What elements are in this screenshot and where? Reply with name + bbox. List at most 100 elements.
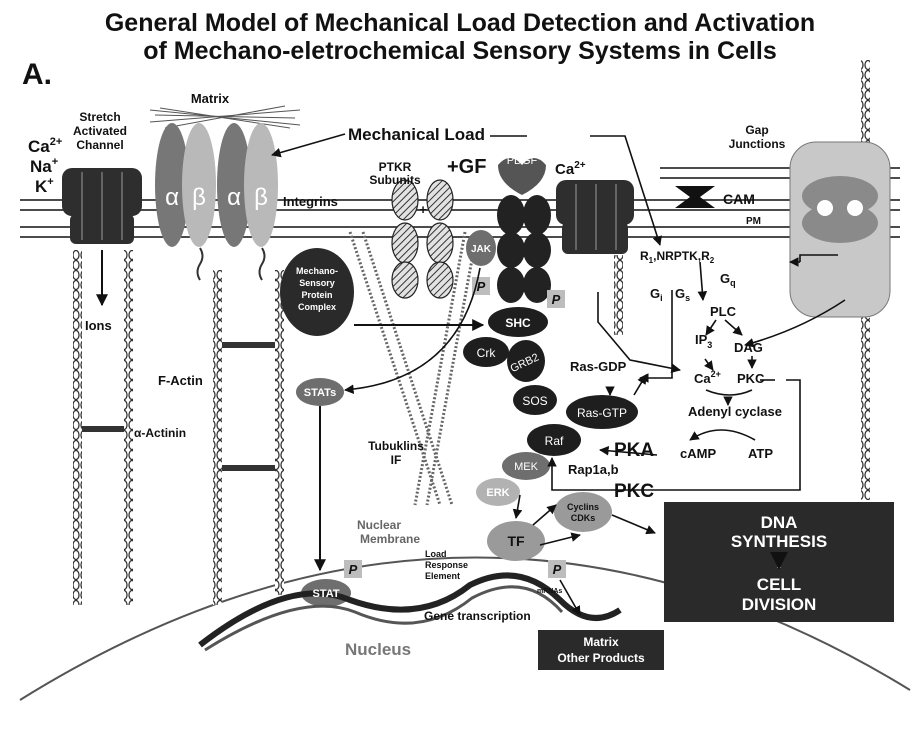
label-actinin: α-Actinin — [134, 426, 186, 440]
label-mechanical-load: Mechanical Load — [348, 125, 485, 144]
cyclins-node — [554, 492, 612, 532]
label-gene-transcription: Gene transcription — [424, 609, 531, 623]
label-gf: +GF — [447, 156, 486, 178]
jak-node — [466, 230, 496, 266]
label-factin: F-Actin — [158, 373, 203, 388]
alpha-actinin-links — [82, 342, 275, 471]
label-mspc-4: Complex — [298, 302, 336, 312]
label-ras-gtp: Ras-GTP — [577, 406, 627, 420]
label-tubuklins-2: IF — [391, 453, 402, 467]
label-tubuklins-1: Tubuklins — [368, 439, 424, 453]
erk-node — [476, 478, 520, 506]
stats-node — [296, 378, 344, 406]
label-mspc-3: Protein — [301, 290, 332, 300]
label-rap: Rap1a,b — [568, 462, 619, 477]
calcium-channel-mid — [556, 180, 634, 254]
label-pdgf: PDGF — [507, 155, 538, 167]
label-crk: Crk — [477, 346, 497, 360]
raf-node — [527, 424, 581, 456]
label-lre-2: Response — [425, 560, 468, 570]
label-ions: Ions — [85, 318, 112, 333]
label-mspc-1: Mechano- — [296, 266, 338, 276]
title-line-2: of Mechano-eletrochemical Sensory System… — [143, 37, 777, 65]
label-gi: Gi — [650, 286, 663, 303]
label-tf: TF — [507, 533, 525, 549]
integrins — [155, 123, 278, 281]
label-p-tf: P — [553, 562, 562, 577]
label-gs: Gs — [675, 286, 690, 303]
label-ca2: Ca2+ — [28, 136, 62, 156]
label-camp: cAMP — [680, 446, 716, 461]
label-lre-3: Element — [425, 571, 460, 581]
label-p-stat: P — [349, 562, 358, 577]
gap-junction — [789, 141, 891, 318]
dna-helix — [198, 572, 622, 648]
label-pka: PKA — [614, 440, 654, 461]
label-dag: DAG — [734, 340, 763, 355]
mechano-sensory-complex — [280, 248, 354, 336]
label-ptkr-1: PTKR — [379, 160, 412, 174]
beta-2: β — [254, 184, 268, 211]
grb2-node — [507, 340, 545, 382]
title-line-1: General Model of Mechanical Load Detecti… — [104, 9, 816, 37]
panel-label: A. — [22, 58, 52, 91]
label-gap-1: Gap — [745, 123, 768, 137]
label-pkc-small: PKC — [737, 371, 765, 386]
label-p1: P — [477, 279, 486, 294]
label-stretch-1: Stretch — [79, 110, 120, 124]
label-shc: SHC — [505, 316, 531, 330]
crk-node — [463, 337, 509, 367]
label-cell: CELL — [757, 575, 801, 594]
ptkr-subunits — [391, 179, 454, 299]
label-plus: + — [419, 202, 427, 217]
label-cyclins-1: Cyclins — [567, 502, 599, 512]
label-gq: Gq — [720, 271, 736, 288]
label-division: DIVISION — [742, 595, 817, 614]
label-pkc-big: PKC — [614, 481, 654, 502]
label-stretch-2: Activated — [73, 124, 127, 138]
label-raf: Raf — [545, 434, 564, 448]
p-tag-stat — [344, 560, 362, 578]
tf-node — [487, 521, 545, 561]
sos-node — [513, 385, 557, 415]
label-ca2-mid: Ca2+ — [555, 160, 586, 178]
label-ras-gdp: Ras-GDP — [570, 359, 627, 374]
alpha-1: α — [165, 184, 179, 211]
label-p2: P — [552, 292, 561, 307]
label-mspc-2: Sensory — [299, 278, 335, 288]
label-stat: STAT — [312, 588, 339, 600]
beta-1: β — [192, 184, 206, 211]
label-cyclins-2: CDKs — [571, 513, 596, 523]
label-stretch-3: Channel — [76, 138, 123, 152]
ras-gtp-node — [566, 395, 638, 429]
plasma-membrane — [20, 167, 900, 238]
label-synthesis: SYNTHESIS — [731, 532, 827, 551]
matrix-products-box — [538, 630, 664, 670]
label-mek: MEK — [514, 461, 539, 473]
label-ip3: IP3 — [695, 332, 712, 350]
label-ptkr-2: Subunits — [369, 173, 421, 187]
label-dna: DNA — [761, 513, 798, 532]
label-cam: CAM — [723, 191, 755, 207]
p-tag-tf — [548, 560, 566, 578]
label-adenyl: Adenyl cyclase — [688, 404, 782, 419]
label-matrix: Matrix — [191, 91, 230, 106]
label-r1: R1,NRPTK,R2 — [640, 249, 715, 265]
mek-node — [502, 452, 550, 480]
pdgf-receptor — [497, 158, 551, 303]
label-pm: PM — [746, 216, 761, 227]
p-tag-2 — [547, 290, 565, 308]
stretch-channel-left — [62, 168, 142, 244]
label-nucleus: Nucleus — [345, 640, 411, 659]
label-matrix-products-1: Matrix — [583, 635, 619, 649]
label-atp: ATP — [748, 446, 773, 461]
nuclear-membrane-arc — [19, 556, 911, 701]
label-mrnas: mRNAs — [537, 588, 562, 595]
f-actin-filaments — [73, 60, 870, 605]
label-jak: JAK — [471, 244, 492, 255]
label-nuclear-2: Membrane — [360, 532, 420, 546]
label-matrix-products-2: Other Products — [557, 651, 645, 665]
label-na: Na+ — [30, 156, 58, 176]
label-integrins: Integrins — [283, 194, 338, 209]
label-plc: PLC — [710, 304, 737, 319]
